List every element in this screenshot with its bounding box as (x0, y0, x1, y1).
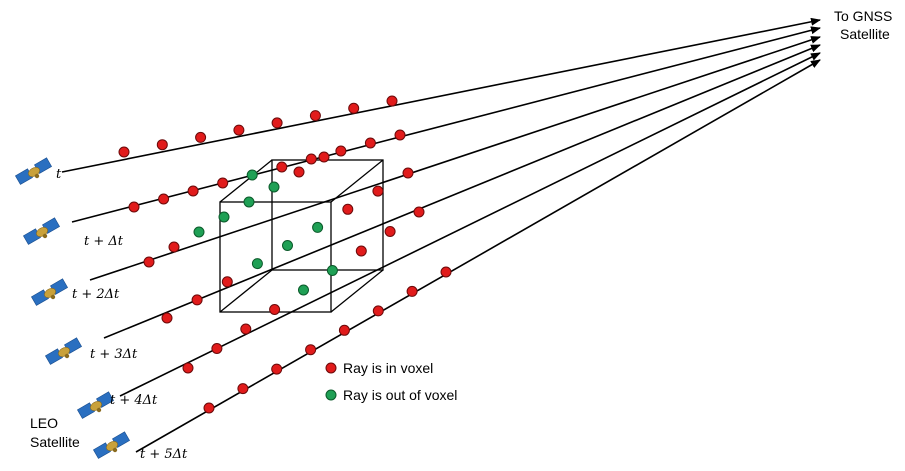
in-voxel-point-1-9 (394, 129, 406, 141)
in-voxel-point-3-2 (221, 276, 233, 288)
time-label-4: t + 4Δt (110, 393, 158, 408)
in-voxel-point-2-0 (143, 256, 155, 268)
in-voxel-point-1-8 (364, 137, 376, 149)
in-voxel-point-4-3 (269, 304, 281, 315)
in-voxel-point-3-7 (372, 185, 384, 197)
in-voxel-point-5-6 (406, 285, 418, 297)
in-voxel-point-4-1 (211, 343, 223, 354)
in-voxel-point-1-3 (217, 177, 229, 189)
in-voxel-point-3-6 (342, 203, 354, 215)
legend-out-voxel-marker (325, 389, 337, 401)
ray-line-0 (61, 17, 821, 173)
in-voxel-point-1-7 (335, 145, 347, 157)
in-voxel-point-1-6 (305, 153, 317, 165)
ray-line-2 (89, 36, 821, 281)
leo-satellite-icon-5 (92, 431, 131, 459)
in-voxel-point-1-1 (158, 193, 170, 205)
in-voxel-point-4-2 (240, 323, 252, 335)
rays-layer (61, 17, 821, 453)
legend-in-voxel-label: Ray is in voxel (343, 360, 433, 376)
out-voxel-point-1-4 (246, 169, 258, 181)
in-voxel-point-1-2 (187, 185, 199, 197)
in-voxel-point-5-1 (237, 383, 249, 395)
in-voxel-point-5-3 (305, 344, 317, 356)
gnss-label-line2: Satellite (840, 26, 890, 42)
out-voxel-point-2-3 (218, 211, 230, 223)
legend-in-voxel-marker (325, 362, 337, 374)
in-voxel-point-0-6 (348, 102, 360, 114)
in-voxel-point-1-5 (276, 161, 288, 173)
in-voxel-point-5-5 (372, 305, 384, 317)
time-label-3: t + 3Δt (90, 347, 138, 362)
in-voxel-point-4-7 (384, 226, 396, 237)
in-voxel-point-1-0 (128, 201, 140, 213)
time-label-5: t + 5Δt (140, 447, 188, 462)
in-voxel-point-2-7 (318, 151, 330, 163)
in-voxel-point-5-0 (203, 402, 215, 414)
leo-satellite-icon-1 (22, 217, 61, 245)
out-voxel-point-2-2 (193, 226, 205, 238)
out-voxel-point-3-4 (282, 240, 293, 251)
time-label-1: t + Δt (84, 234, 124, 249)
in-voxel-point-2-6 (293, 166, 305, 178)
in-voxel-point-3-0 (161, 312, 173, 324)
out-voxel-point-3-5 (312, 221, 324, 233)
leo-satellite-icon-2 (30, 278, 69, 306)
gnss-label-line1: To GNSS (834, 8, 892, 24)
in-voxel-point-4-0 (182, 362, 194, 374)
in-voxel-point-0-5 (309, 110, 321, 122)
in-voxel-point-2-1 (168, 241, 180, 253)
in-voxel-point-4-6 (355, 245, 367, 257)
out-voxel-point-4-5 (326, 265, 338, 276)
in-voxel-point-0-7 (386, 95, 398, 107)
in-voxel-point-0-4 (271, 117, 283, 129)
out-voxel-point-2-4 (243, 196, 255, 208)
out-voxel-point-2-5 (268, 181, 280, 193)
leo-satellite-icon-3 (44, 337, 83, 365)
legend: Ray is in voxel Ray is out of voxel (325, 360, 457, 403)
leo-label-line1: LEO (30, 415, 58, 431)
satellites-layer: t t + Δt t + 2Δt t + 3Δt t + 4Δt t + 5Δt (14, 157, 188, 462)
in-voxel-point-3-1 (191, 294, 203, 306)
in-voxel-point-5-2 (271, 363, 283, 375)
leo-satellite-icon-0 (14, 157, 53, 185)
ray-line-5 (135, 59, 821, 453)
in-voxel-point-5-4 (338, 324, 350, 336)
time-label-0: t (56, 167, 62, 182)
in-voxel-point-5-7 (440, 266, 452, 278)
in-voxel-point-0-0 (118, 146, 130, 158)
out-voxel-point-3-3 (251, 258, 263, 270)
leo-label-line2: Satellite (30, 434, 80, 450)
in-voxel-point-0-1 (156, 139, 168, 151)
ray-line-4 (119, 52, 821, 397)
legend-out-voxel-label: Ray is out of voxel (343, 387, 457, 403)
time-label-2: t + 2Δt (72, 287, 120, 302)
ray-line-3 (103, 44, 821, 339)
in-voxel-point-0-3 (233, 124, 245, 136)
in-voxel-point-0-2 (195, 131, 207, 143)
voxel-back-face (271, 159, 384, 271)
in-voxel-point-3-8 (402, 167, 414, 179)
in-voxel-point-4-8 (413, 206, 425, 218)
leo-satellite-icon-4 (76, 391, 115, 419)
out-voxel-point-4-4 (298, 284, 309, 296)
